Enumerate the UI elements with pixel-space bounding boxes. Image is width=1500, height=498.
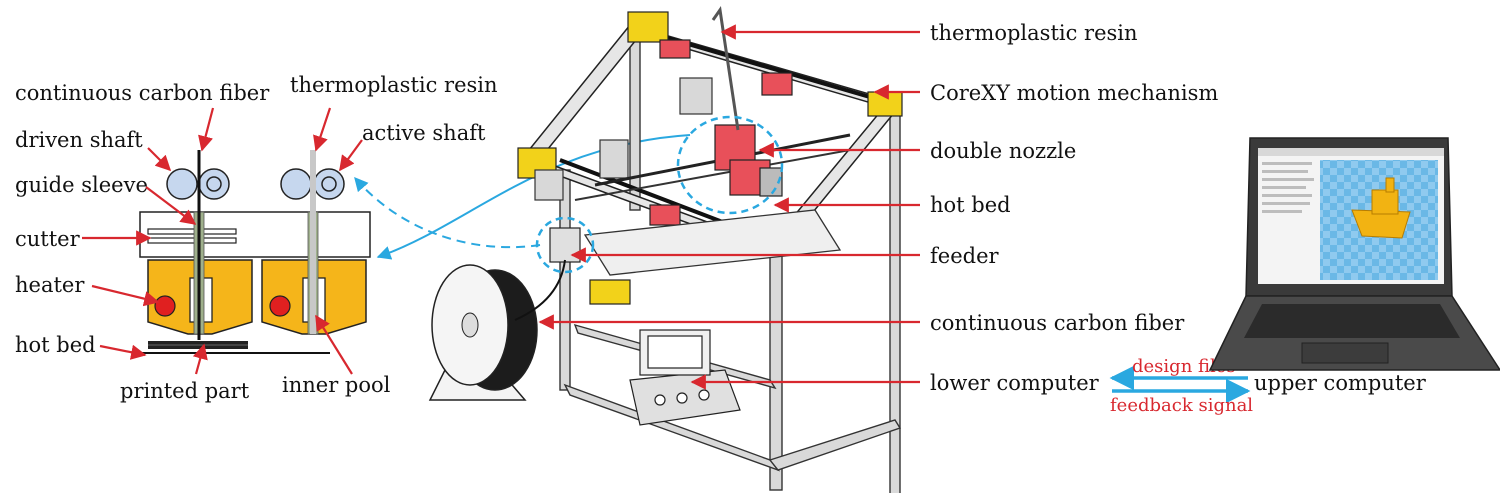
label-printer-hot-bed: hot bed	[930, 193, 1011, 217]
label-printer-thermoplastic-resin: thermoplastic resin	[930, 21, 1138, 45]
label-heater: heater	[15, 273, 85, 297]
communication-link: design files feedback signal upper compu…	[1109, 356, 1427, 416]
label-feedback-signal: feedback signal	[1110, 395, 1253, 416]
printer-illustration	[428, 6, 903, 496]
label-lower-computer: lower computer	[930, 371, 1100, 395]
nozzle-schematic	[139, 150, 371, 354]
label-guide-sleeve: guide sleeve	[15, 173, 148, 197]
slicer-boat-model	[1351, 177, 1411, 239]
printer-arrows	[538, 24, 920, 390]
label-inner-pool: inner pool	[282, 373, 391, 397]
printer-hot-bed	[583, 209, 842, 276]
laptop-keyboard	[1244, 304, 1460, 338]
label-double-nozzle: double nozzle	[930, 139, 1076, 163]
label-corexy: CoreXY motion mechanism	[930, 81, 1218, 105]
printer-labels: thermoplastic resin CoreXY motion mechan…	[930, 21, 1218, 395]
left-schematic-labels: continuous carbon fiber thermoplastic re…	[15, 73, 498, 403]
label-driven-shaft: driven shaft	[15, 128, 143, 152]
lower-computer-controller	[629, 329, 741, 426]
label-feeder: feeder	[930, 244, 999, 268]
laptop-touchpad	[1301, 342, 1389, 364]
label-printer-continuous-carbon-fiber: continuous carbon fiber	[930, 311, 1185, 335]
label-continuous-carbon-fiber: continuous carbon fiber	[15, 81, 270, 105]
label-upper-computer: upper computer	[1254, 371, 1427, 395]
upper-computer-laptop	[1208, 137, 1500, 371]
carbon-fiber-spool	[428, 264, 538, 401]
resin-heater-element	[269, 295, 291, 317]
cutter-blade	[147, 228, 237, 235]
fiber-heater-element	[154, 295, 176, 317]
nozzle-highlight-circle	[676, 115, 784, 215]
left-schematic-arrows	[82, 107, 363, 375]
label-hot-bed: hot bed	[15, 333, 96, 357]
label-printed-part: printed part	[120, 379, 250, 403]
printer-feeder	[549, 227, 581, 263]
label-design-files: design files	[1132, 356, 1236, 377]
resin-idle-roller	[280, 168, 312, 200]
label-thermoplastic-resin: thermoplastic resin	[290, 73, 498, 97]
label-active-shaft: active shaft	[362, 121, 486, 145]
label-cutter: cutter	[15, 227, 81, 251]
feeder-highlight-circle	[535, 216, 595, 274]
driven-shaft-roller	[166, 168, 198, 200]
